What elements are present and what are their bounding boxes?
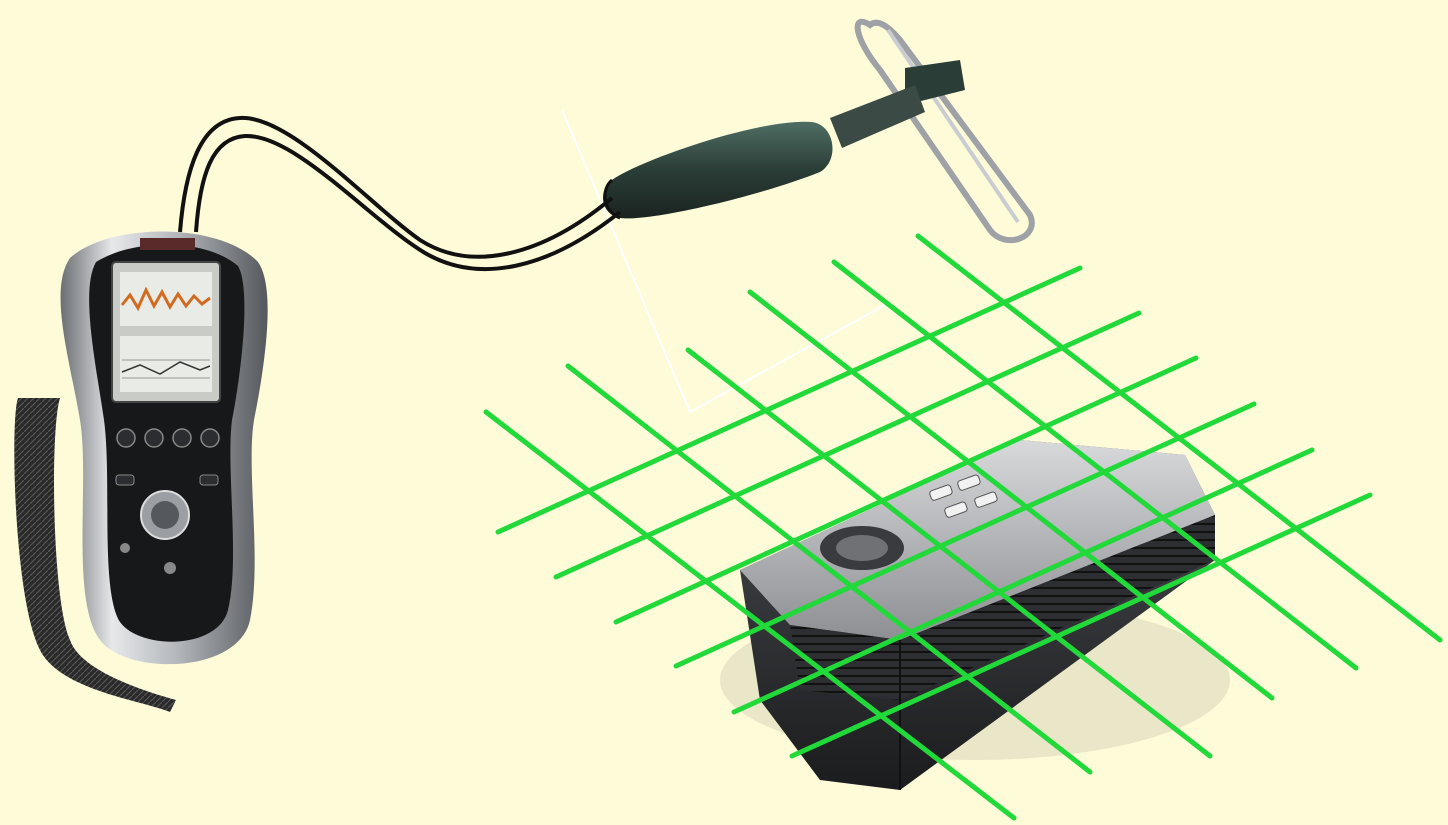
loop-probe-icon (603, 22, 1032, 240)
handheld-meter-icon (14, 231, 267, 712)
projector-icon (720, 440, 1230, 790)
probe-cable (180, 118, 620, 269)
